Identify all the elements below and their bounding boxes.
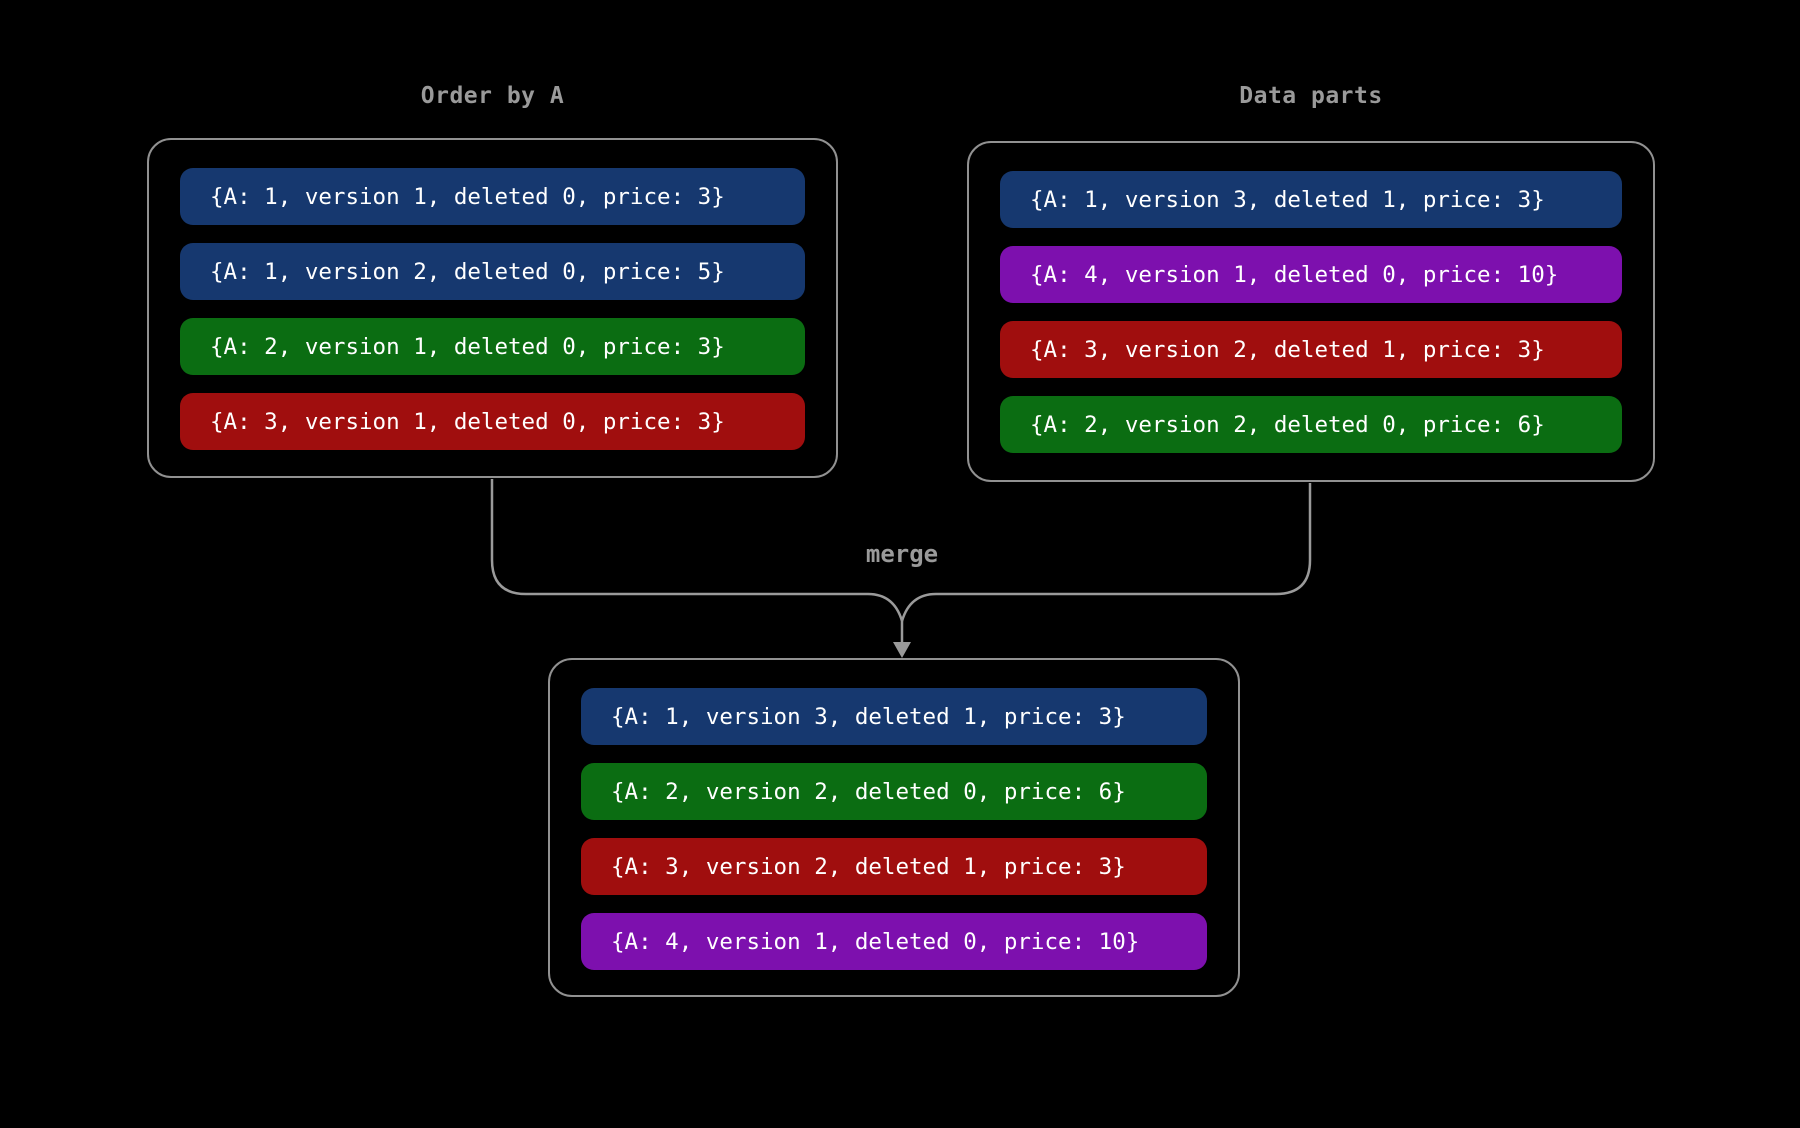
merge-label: merge xyxy=(865,540,939,568)
data-row: {A: 4, version 1, deleted 0, price: 10} xyxy=(1000,246,1622,303)
data-row: {A: 1, version 1, deleted 0, price: 3} xyxy=(180,168,805,225)
data-row: {A: 1, version 3, deleted 1, price: 3} xyxy=(1000,171,1622,228)
data-row: {A: 1, version 3, deleted 1, price: 3} xyxy=(581,688,1207,745)
data-row: {A: 2, version 2, deleted 0, price: 6} xyxy=(1000,396,1622,453)
order-by-a-title: Order by A xyxy=(420,83,565,109)
data-row: {A: 4, version 1, deleted 0, price: 10} xyxy=(581,913,1207,970)
arrowhead-icon xyxy=(893,642,911,658)
data-row: {A: 2, version 1, deleted 0, price: 3} xyxy=(180,318,805,375)
data-row: {A: 3, version 1, deleted 0, price: 3} xyxy=(180,393,805,450)
data-row: {A: 2, version 2, deleted 0, price: 6} xyxy=(581,763,1207,820)
data-row: {A: 3, version 2, deleted 1, price: 3} xyxy=(581,838,1207,895)
data-row: {A: 1, version 2, deleted 0, price: 5} xyxy=(180,243,805,300)
data-parts-title: Data parts xyxy=(1239,83,1383,109)
data-parts-box: {A: 1, version 3, deleted 1, price: 3} {A… xyxy=(967,141,1655,482)
merged-result-box: {A: 1, version 3, deleted 1, price: 3} {A… xyxy=(548,658,1240,997)
data-row: {A: 3, version 2, deleted 1, price: 3} xyxy=(1000,321,1622,378)
order-by-a-box: {A: 1, version 1, deleted 0, price: 3} {A… xyxy=(147,138,838,478)
